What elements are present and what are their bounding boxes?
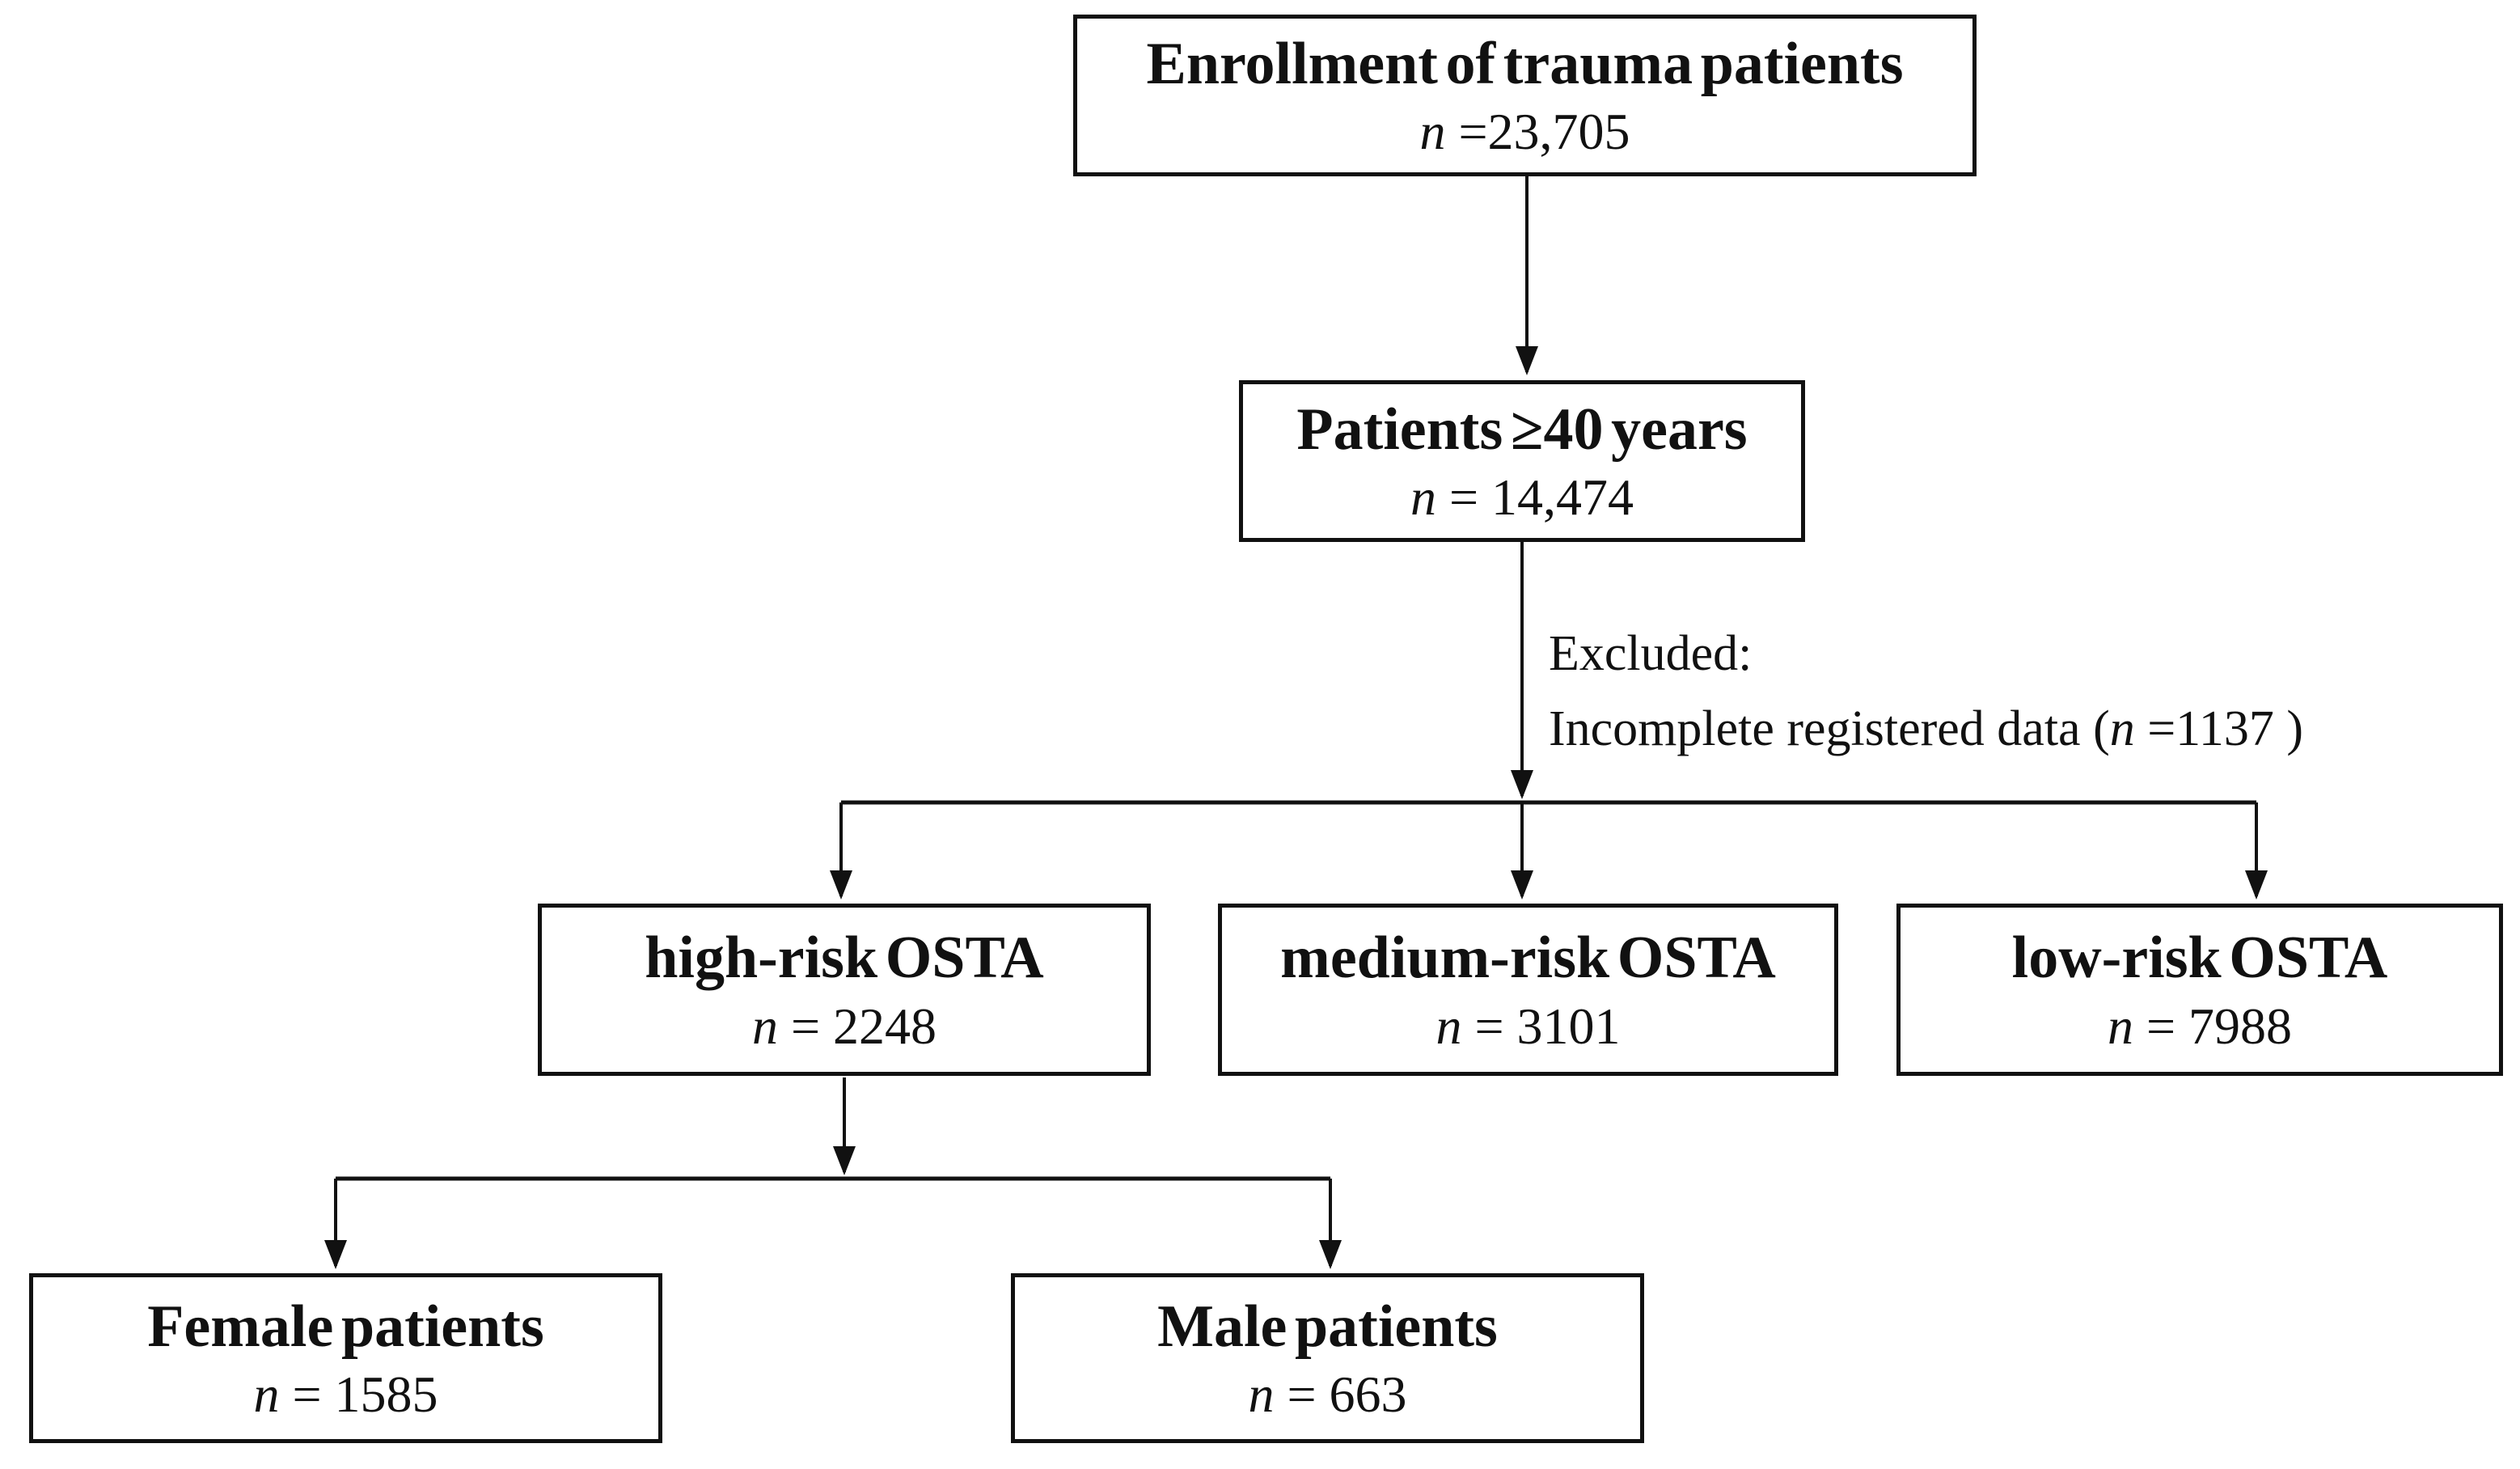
box-low-risk-osta-count: n = 7988 (2108, 995, 2292, 1058)
n-symbol: n (2109, 701, 2135, 756)
box-high-risk-osta: high-risk OSTA n = 2248 (538, 904, 1151, 1076)
n-value: =23,705 (1445, 103, 1630, 161)
box-medium-risk-osta: medium-risk OSTA n = 3101 (1218, 904, 1838, 1076)
box-high-risk-osta-title: high-risk OSTA (645, 925, 1044, 992)
n-value: = 2248 (777, 997, 937, 1055)
n-symbol: n (2107, 997, 2133, 1055)
n-value: = 3101 (1461, 997, 1621, 1055)
excluded-note: Excluded: Incomplete registered data (n … (1549, 616, 2303, 767)
box-male-patients: Male patients n = 663 (1011, 1273, 1644, 1443)
n-value: = 1585 (279, 1365, 438, 1424)
n-symbol: n (1435, 997, 1462, 1055)
n-value: = 663 (1274, 1365, 1407, 1424)
excluded-note-line2-pre: Incomplete registered data ( (1549, 701, 2110, 756)
n-value: = 7988 (2133, 997, 2293, 1055)
box-high-risk-osta-count: n = 2248 (752, 995, 937, 1058)
box-medium-risk-osta-count: n = 3101 (1435, 995, 1620, 1058)
n-symbol: n (1248, 1365, 1275, 1424)
box-patients-over-40-title: Patients ≥40 years (1296, 396, 1748, 463)
box-enrollment-title: Enrollment of trauma patients (1146, 30, 1904, 97)
n-value: = 14,474 (1435, 468, 1634, 527)
box-patients-over-40: Patients ≥40 years n = 14,474 (1239, 380, 1805, 542)
n-symbol: n (751, 997, 778, 1055)
excluded-note-line2: Incomplete registered data (n =1137 ) (1549, 692, 2303, 767)
excluded-note-line1: Excluded: (1549, 626, 1753, 681)
box-male-patients-count: n = 663 (1248, 1363, 1406, 1426)
box-medium-risk-osta-title: medium-risk OSTA (1280, 925, 1776, 992)
box-low-risk-osta: low-risk OSTA n = 7988 (1896, 904, 2503, 1076)
n-symbol: n (253, 1365, 280, 1424)
box-enrollment-count: n =23,705 (1419, 100, 1630, 163)
box-female-patients-count: n = 1585 (253, 1363, 438, 1426)
n-symbol: n (1410, 468, 1436, 527)
box-patients-over-40-count: n = 14,474 (1410, 466, 1634, 529)
box-male-patients-title: Male patients (1157, 1293, 1498, 1360)
box-enrollment: Enrollment of trauma patients n =23,705 (1073, 15, 1977, 176)
excluded-note-line2-post: =1137 ) (2134, 701, 2304, 756)
box-female-patients-title: Female patients (147, 1293, 544, 1360)
box-female-patients: Female patients n = 1585 (29, 1273, 662, 1443)
box-low-risk-osta-title: low-risk OSTA (2011, 925, 2388, 992)
n-symbol: n (1419, 103, 1446, 161)
